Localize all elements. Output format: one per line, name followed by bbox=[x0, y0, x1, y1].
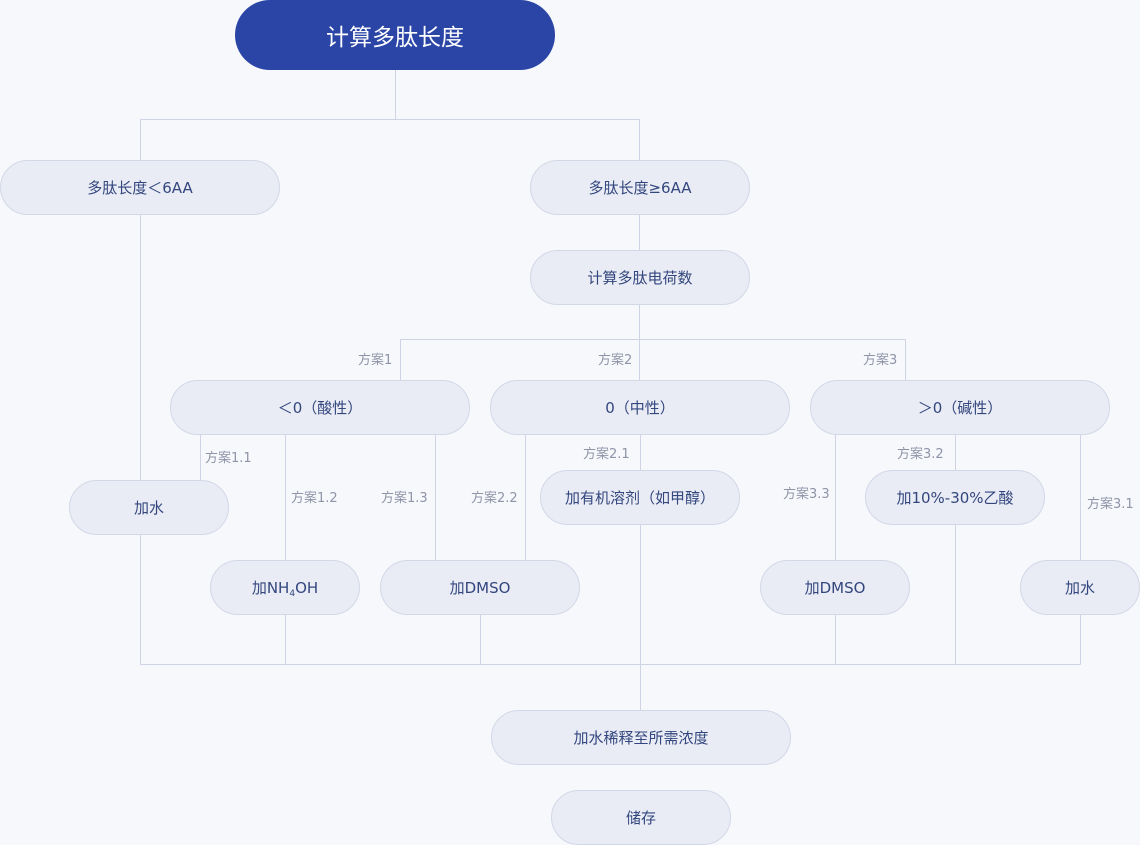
plan-3-label: 方案3 bbox=[863, 353, 898, 368]
long-peptide-node: 多肽长度≥6AA bbox=[530, 160, 750, 215]
short-peptide-node: 多肽长度＜6AA bbox=[0, 160, 280, 215]
long-peptide-label: 多肽长度≥6AA bbox=[588, 179, 692, 197]
neutral-label: 0（中性） bbox=[605, 399, 675, 417]
add-water-right-node: 加水 bbox=[1020, 560, 1140, 615]
acetic-acid-label: 加10%-30%乙酸 bbox=[896, 489, 1014, 507]
add-water-right-label: 加水 bbox=[1064, 579, 1095, 597]
plan-1-2-label: 方案1.2 bbox=[291, 491, 338, 506]
plan-2-2-label: 方案2.2 bbox=[471, 491, 518, 506]
acidic-node: ＜0（酸性） bbox=[170, 380, 470, 435]
plan-1-1-label: 方案1.1 bbox=[205, 451, 252, 466]
acetic-acid-node: 加10%-30%乙酸 bbox=[865, 470, 1045, 525]
dmso-right-node: 加DMSO bbox=[760, 560, 910, 615]
dmso-right-label: 加DMSO bbox=[804, 579, 866, 597]
plan-3-1-label: 方案3.1 bbox=[1087, 497, 1134, 512]
store-label: 储存 bbox=[625, 809, 656, 827]
dmso-left-node: 加DMSO bbox=[380, 560, 580, 615]
charge-label: 计算多肽电荷数 bbox=[587, 269, 693, 287]
basic-label: ＞0（碱性） bbox=[917, 399, 1003, 417]
plan-2-label: 方案2 bbox=[598, 353, 633, 368]
basic-node: ＞0（碱性） bbox=[810, 380, 1110, 435]
plan-3-2-label: 方案3.2 bbox=[897, 447, 944, 462]
charge-node: 计算多肽电荷数 bbox=[530, 250, 750, 305]
root-node-label: 计算多肽长度 bbox=[326, 25, 464, 51]
acidic-label: ＜0（酸性） bbox=[277, 399, 363, 417]
add-water-left-label: 加水 bbox=[133, 499, 164, 517]
plan-1-3-label: 方案1.3 bbox=[381, 491, 428, 506]
organic-solvent-node: 加有机溶剂（如甲醇） bbox=[540, 470, 740, 525]
store-node: 储存 bbox=[551, 790, 731, 845]
dmso-left-label: 加DMSO bbox=[449, 579, 511, 597]
add-water-left-node: 加水 bbox=[69, 480, 229, 535]
short-peptide-label: 多肽长度＜6AA bbox=[87, 179, 193, 197]
neutral-node: 0（中性） bbox=[490, 380, 790, 435]
organic-solvent-label: 加有机溶剂（如甲醇） bbox=[564, 489, 715, 507]
root-node: 计算多肽长度 bbox=[235, 0, 555, 70]
plan-2-1-label: 方案2.1 bbox=[583, 447, 630, 462]
plan-1-label: 方案1 bbox=[358, 353, 393, 368]
nh4oh-node: 加NH4OH bbox=[210, 560, 360, 615]
plan-3-3-label: 方案3.3 bbox=[783, 487, 830, 502]
dilute-label: 加水稀释至所需浓度 bbox=[573, 729, 709, 747]
dilute-node: 加水稀释至所需浓度 bbox=[491, 710, 791, 765]
nh4oh-label: 加NH4OH bbox=[251, 578, 319, 599]
